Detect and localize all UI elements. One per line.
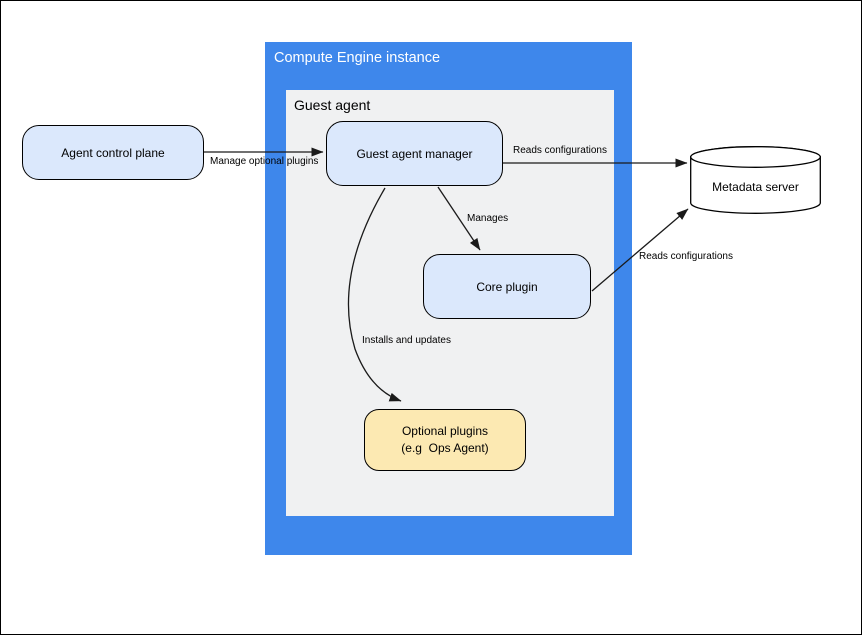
node-metadata-server-label: Metadata server	[712, 180, 799, 194]
node-guest-agent-manager: Guest agent manager	[326, 121, 503, 186]
edge-label-core-reads-configurations: Reads configurations	[639, 251, 733, 262]
node-agent-control-plane: Agent control plane	[22, 125, 204, 180]
node-guest-agent-manager-label: Guest agent manager	[356, 146, 473, 161]
edge-label-installs-and-updates: Installs and updates	[362, 335, 451, 346]
node-optional-plugins-label-line1: Optional plugins	[401, 424, 489, 438]
compute-engine-instance-title: Compute Engine instance	[274, 50, 441, 66]
edge-label-manage-optional-plugins: Manage optional plugins	[210, 156, 319, 167]
node-agent-control-plane-label: Agent control plane	[61, 145, 165, 160]
guest-agent-title: Guest agent	[294, 97, 371, 113]
node-core-plugin: Core plugin	[423, 254, 591, 319]
edge-label-manager-reads-configurations: Reads configurations	[513, 145, 607, 156]
database-cylinder-icon	[690, 146, 821, 214]
node-core-plugin-label: Core plugin	[476, 279, 538, 294]
node-optional-plugins-label-line2: (e.g Ops Agent)	[401, 441, 489, 455]
node-optional-plugins: Optional plugins (e.g Ops Agent)	[364, 409, 526, 471]
node-metadata-server: Metadata server	[690, 146, 821, 214]
edge-label-manages: Manages	[467, 213, 509, 224]
